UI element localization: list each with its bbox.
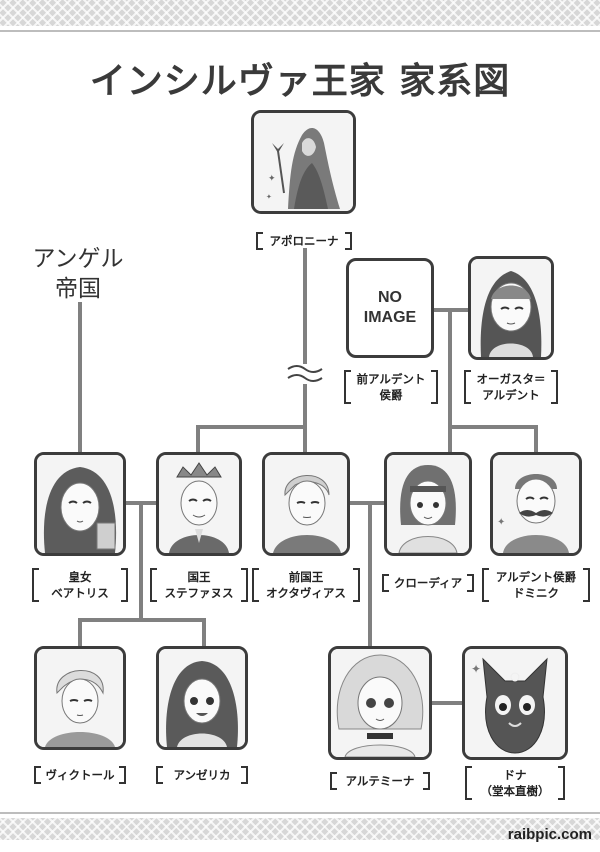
octavius-line2: オクタヴィアス bbox=[266, 586, 346, 600]
label-victor: ヴィクトール bbox=[34, 764, 126, 786]
bottom-border-rule bbox=[0, 812, 600, 814]
artemina-name: アルテミーナ bbox=[345, 774, 415, 788]
label-beatrice: 皇女 ベアトリス bbox=[32, 566, 128, 604]
portrait-augusta bbox=[468, 256, 554, 360]
top-border-rule bbox=[0, 30, 600, 32]
label-stefanus: 国王 ステファヌス bbox=[150, 566, 248, 604]
label-apolonina: アポロニーナ bbox=[256, 230, 352, 252]
victor-name: ヴィクトール bbox=[45, 768, 115, 782]
dona-line1: ドナ bbox=[503, 768, 527, 782]
label-octavius: 前国王 オクタヴィアス bbox=[252, 566, 360, 604]
label-dominic: アルデント侯爵 ドミニク bbox=[482, 566, 590, 604]
portrait-stefanus bbox=[156, 452, 242, 556]
watermark: raibpic.com bbox=[507, 826, 592, 843]
apolonina-name: アポロニーナ bbox=[269, 234, 339, 248]
octavius-line1: 前国王 bbox=[288, 570, 324, 584]
claudia-name: クローディア bbox=[393, 576, 463, 590]
portrait-apolonina: ✦ ✦ bbox=[251, 110, 356, 214]
stefanus-line2: ステファヌス bbox=[164, 586, 234, 600]
prev-ardent-line1: 前アルデント bbox=[356, 372, 426, 386]
augusta-line1: オーガスタ＝ bbox=[476, 372, 546, 386]
label-angelica: アンゼリカ bbox=[156, 764, 248, 786]
label-augusta: オーガスタ＝ アルデント bbox=[464, 368, 558, 406]
portrait-claudia bbox=[384, 452, 472, 556]
portrait-angelica bbox=[156, 646, 248, 750]
angelica-name: アンゼリカ bbox=[173, 768, 231, 782]
portrait-beatrice bbox=[34, 452, 126, 556]
svg-text:✦: ✦ bbox=[497, 517, 505, 528]
dominic-line1: アルデント侯爵 bbox=[495, 570, 577, 584]
portrait-dona: ✦ bbox=[462, 646, 568, 760]
no-image-placeholder: NO IMAGE bbox=[346, 258, 434, 358]
label-artemina: アルテミーナ bbox=[330, 770, 430, 792]
portrait-octavius bbox=[262, 452, 350, 556]
stefanus-line1: 国王 bbox=[187, 570, 211, 584]
label-claudia: クローディア bbox=[382, 572, 474, 594]
portrait-artemina bbox=[328, 646, 432, 760]
label-dona: ドナ （堂本直樹） bbox=[465, 764, 565, 802]
prev-ardent-line2: 侯爵 bbox=[379, 388, 403, 402]
generation-gap-symbol bbox=[287, 365, 323, 382]
svg-text:✦: ✦ bbox=[266, 193, 272, 201]
dona-line2: （堂本直樹） bbox=[480, 784, 550, 798]
svg-text:✦: ✦ bbox=[268, 174, 276, 184]
beatrice-line1: 皇女 bbox=[68, 570, 92, 584]
bottom-decorative-border bbox=[0, 818, 600, 840]
augusta-line2: アルデント bbox=[482, 388, 540, 402]
portrait-victor bbox=[34, 646, 126, 750]
empire-label: アンゲル 帝国 bbox=[32, 246, 124, 302]
top-decorative-border bbox=[0, 0, 600, 26]
svg-text:✦: ✦ bbox=[471, 662, 481, 676]
label-prev-ardent: 前アルデント 侯爵 bbox=[344, 368, 438, 406]
beatrice-line2: ベアトリス bbox=[51, 586, 109, 600]
dominic-line2: ドミニク bbox=[513, 586, 559, 600]
portrait-dominic: ✦ bbox=[490, 452, 582, 556]
page-title: インシルヴァ王家 家系図 bbox=[89, 60, 511, 102]
